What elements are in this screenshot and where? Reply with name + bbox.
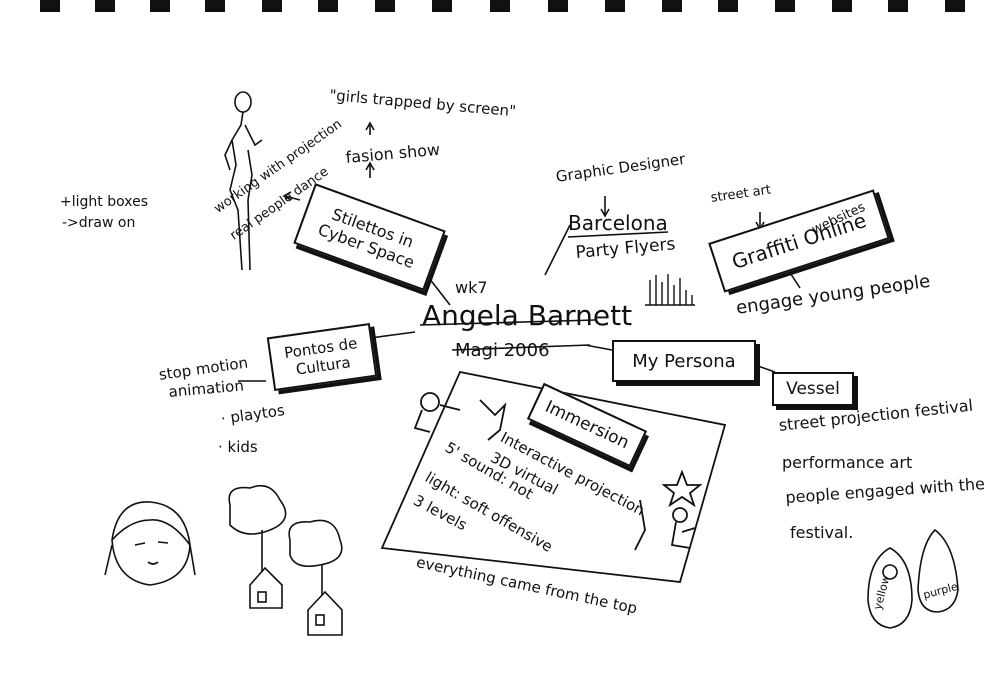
note-festival-end: festival. [790,523,854,542]
center-subtitle: Magi 2006 [455,340,550,361]
note-lightboxes: +light boxes [60,194,148,210]
note-kids: · kids [218,438,258,456]
binding-holes [40,0,965,12]
note-performance: performance art [782,453,913,472]
center-name: Angela Barnett [422,299,633,332]
node-persona: My Persona [612,340,756,382]
face-doodle [104,501,196,586]
note-drawon: ->draw on [62,215,136,231]
vegetable-doodle [867,528,959,629]
building-sketch [645,274,695,306]
fashion-model-sketch [224,91,263,271]
center-week: wk7 [455,278,488,297]
tree-house-doodle [228,484,343,636]
projection-frame [380,370,727,583]
node-barcelona: Barcelona [568,211,668,235]
node-vessel: Vessel [772,372,854,406]
